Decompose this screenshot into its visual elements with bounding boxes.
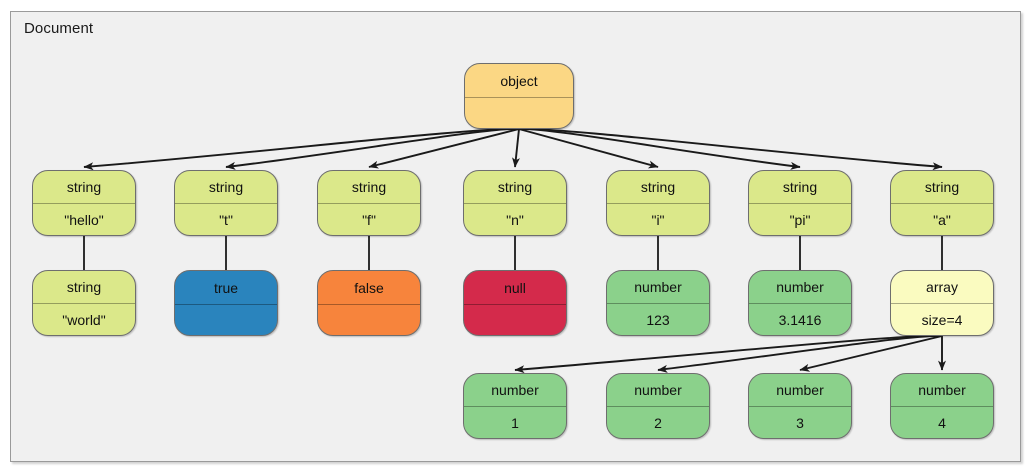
node-value: [464, 304, 566, 335]
node-label: array: [926, 279, 958, 295]
node-label: number: [918, 382, 966, 398]
node-k_f[interactable]: string "f": [317, 170, 421, 236]
node-value: "n": [464, 203, 566, 235]
document-title: Document: [24, 20, 94, 37]
node-value: "world": [33, 303, 135, 335]
node-value: 123: [607, 303, 709, 335]
node-value: 3.1416: [749, 303, 851, 335]
node-v_array[interactable]: array size=4: [890, 270, 994, 336]
node-value: "a": [891, 203, 993, 235]
node-value: 1: [464, 406, 566, 438]
node-label: string: [924, 179, 960, 195]
node-v_pi[interactable]: number 3.1416: [748, 270, 852, 336]
node-v_true[interactable]: true: [174, 270, 278, 336]
node-label: number: [491, 382, 539, 398]
node-k_hello[interactable]: string "hello": [32, 170, 136, 236]
node-v_null[interactable]: null: [463, 270, 567, 336]
node-value: "f": [318, 203, 420, 235]
node-label: string: [66, 179, 102, 195]
node-v_false[interactable]: false: [317, 270, 421, 336]
node-a_4[interactable]: number 4: [890, 373, 994, 439]
node-label: string: [351, 179, 387, 195]
node-v_123[interactable]: number 123: [606, 270, 710, 336]
node-value: [465, 97, 573, 128]
node-k_t[interactable]: string "t": [174, 170, 278, 236]
node-k_n[interactable]: string "n": [463, 170, 567, 236]
node-label: false: [354, 279, 384, 296]
node-label: number: [634, 279, 682, 295]
node-a_2[interactable]: number 2: [606, 373, 710, 439]
node-k_a[interactable]: string "a": [890, 170, 994, 236]
node-a_3[interactable]: number 3: [748, 373, 852, 439]
node-value: [175, 304, 277, 335]
node-value: 2: [607, 406, 709, 438]
node-a_1[interactable]: number 1: [463, 373, 567, 439]
node-k_i[interactable]: string "i": [606, 170, 710, 236]
node-value: [318, 304, 420, 335]
node-label: number: [776, 382, 824, 398]
node-label: string: [66, 279, 102, 295]
node-label: null: [504, 279, 526, 296]
node-v_world[interactable]: string "world": [32, 270, 136, 336]
node-k_pi[interactable]: string "pi": [748, 170, 852, 236]
node-value: "hello": [33, 203, 135, 235]
node-value: "i": [607, 203, 709, 235]
node-label: string: [208, 179, 244, 195]
node-value: "t": [175, 203, 277, 235]
node-label: object: [500, 72, 538, 89]
node-value: "pi": [749, 203, 851, 235]
node-label: string: [497, 179, 533, 195]
node-label: true: [213, 279, 239, 296]
node-label: string: [782, 179, 818, 195]
node-value: 4: [891, 406, 993, 438]
node-value: 3: [749, 406, 851, 438]
node-object[interactable]: object: [464, 63, 574, 129]
node-label: number: [634, 382, 682, 398]
node-value: size=4: [891, 303, 993, 335]
node-label: string: [640, 179, 676, 195]
node-label: number: [776, 279, 824, 295]
